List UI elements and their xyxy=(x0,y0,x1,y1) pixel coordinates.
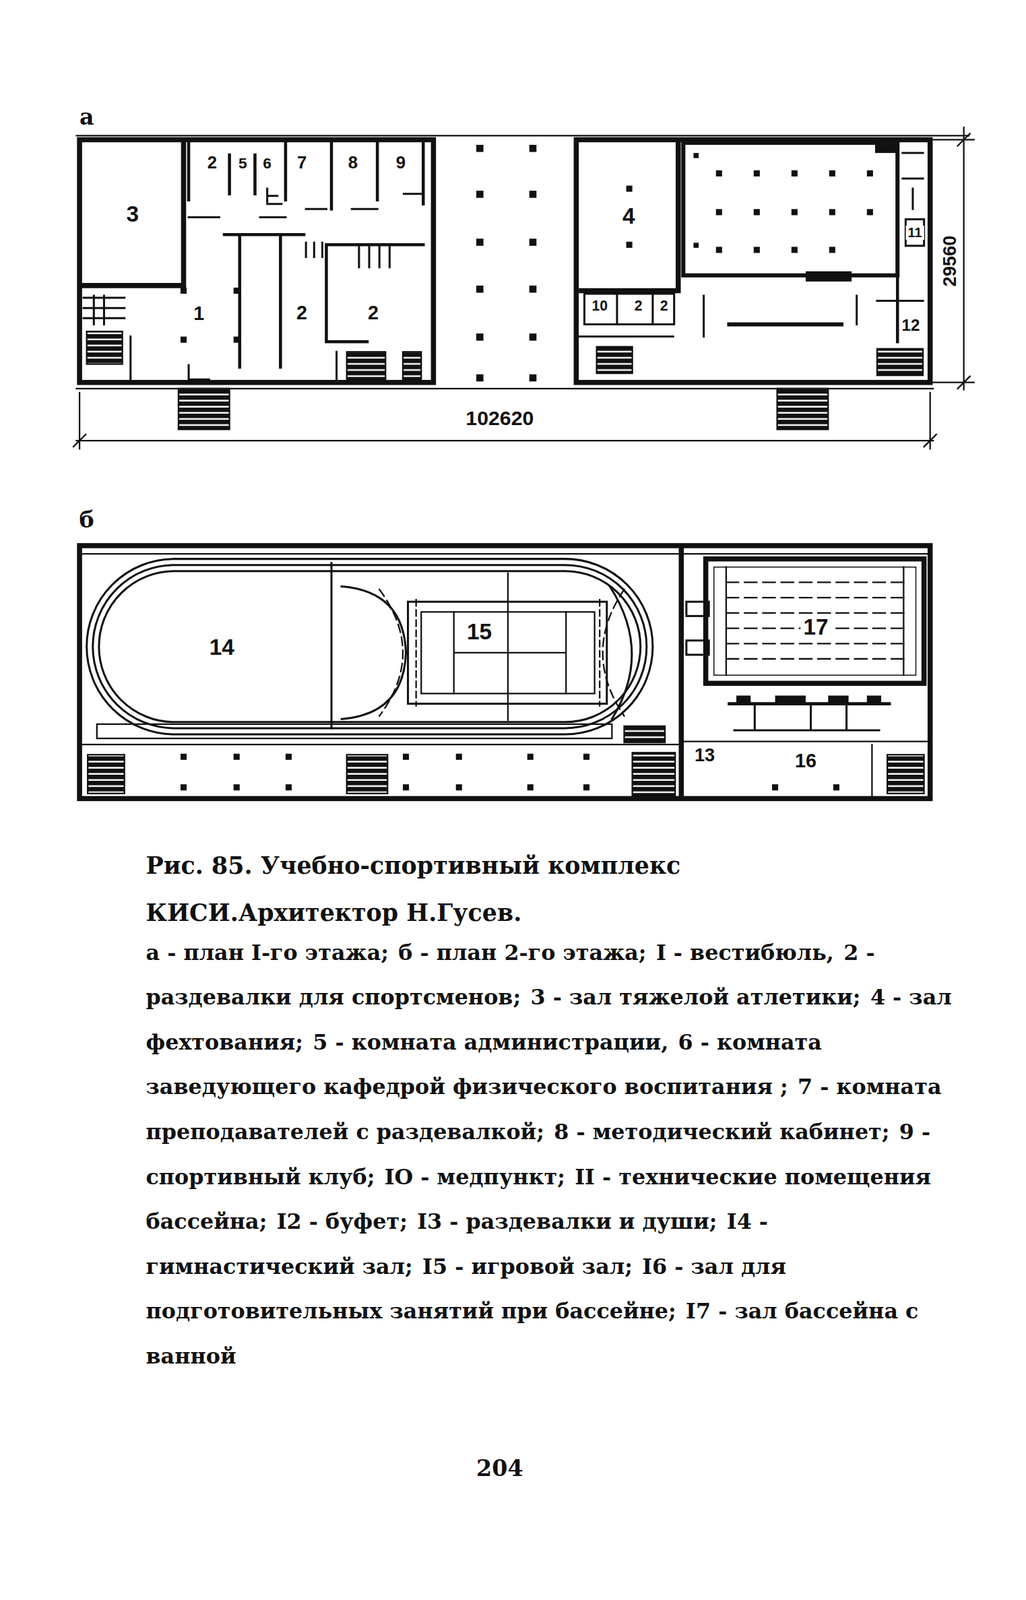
room-area: 14 xyxy=(112,581,332,715)
key-item: I3 - раздевалки и души; xyxy=(417,1208,717,1235)
callout-number: 2 xyxy=(658,298,671,314)
caption-key-list: а - план I-го этажа; б - план 2-го этажа;… xyxy=(145,930,962,1380)
callout-number: 2 xyxy=(632,298,645,314)
callout-number: 2 xyxy=(205,154,219,173)
callout-number: 6 xyxy=(260,154,274,172)
room-number: 14 xyxy=(206,635,238,661)
room-area: 17 xyxy=(734,603,898,651)
callout-number: а xyxy=(77,105,97,130)
room-area: 15 xyxy=(438,613,521,651)
room-number: 15 xyxy=(463,619,495,645)
page-number: 204 xyxy=(474,1457,526,1481)
key-item: а - план I-го этажа; xyxy=(145,939,389,965)
key-item: I - вестибюль, xyxy=(656,939,835,965)
callout-number: 2 xyxy=(294,303,310,324)
key-item: 5 - комната администрации, xyxy=(312,1029,669,1055)
callout-number: 13 xyxy=(692,746,717,766)
key-item: IO - медпункт; xyxy=(384,1163,566,1190)
callout-number: б xyxy=(77,508,97,533)
callout-number: 16 xyxy=(792,750,819,771)
callout-number: 7 xyxy=(295,154,309,173)
room-number: 4 xyxy=(619,204,639,230)
callout-number: 2 xyxy=(365,303,381,324)
callout-number: 8 xyxy=(346,154,360,173)
key-item: 3 - зал тяжелой атлетики; xyxy=(530,984,861,1010)
room-area: 4 xyxy=(581,144,677,289)
room-number: 3 xyxy=(123,202,143,228)
callout-number: 9 xyxy=(394,154,408,173)
callout-number: 29560 xyxy=(941,233,961,290)
callout-number: 10 xyxy=(589,298,610,314)
callout-number: 1 xyxy=(191,303,207,325)
key-item: I2 - буфет; xyxy=(276,1208,408,1235)
callout-number: 11 xyxy=(906,225,925,240)
room-number: 17 xyxy=(800,615,832,640)
key-item: 8 - методический кабинет; xyxy=(553,1118,890,1145)
key-item: б - план 2-го этажа; xyxy=(398,939,647,965)
callout-number: 12 xyxy=(899,317,922,335)
figure-caption: Рис. 85. Учебно-спортивный комплекс КИСИ… xyxy=(145,842,860,936)
key-item: I5 - игровой зал; xyxy=(422,1253,633,1280)
callout-number: 102620 xyxy=(463,407,536,430)
callout-number: 5 xyxy=(236,154,250,172)
room-area: 3 xyxy=(83,144,182,284)
